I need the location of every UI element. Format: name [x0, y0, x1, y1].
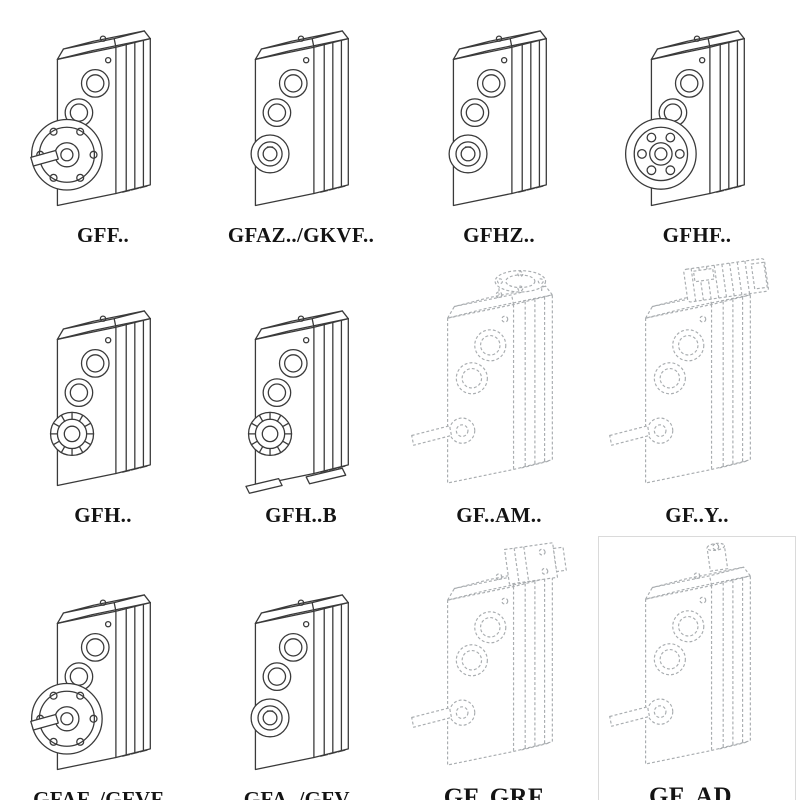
catalog-cell: GFHF..: [598, 4, 796, 256]
model-label: GFA../GFV..: [243, 787, 359, 800]
model-label: GFHF..: [662, 223, 732, 248]
catalog-cell: GFA../GFV..: [202, 536, 400, 800]
gearbox-flange-shaft-icon: [17, 6, 189, 219]
gearbox-servo-adapter-icon: [402, 258, 596, 499]
catalog-cell: GFH..: [4, 256, 202, 536]
gearbox-flange-face-icon: [611, 6, 783, 219]
model-label: GFHZ..: [463, 223, 535, 248]
catalog-cell: GF..GRF..: [400, 536, 598, 800]
model-label: GFAZ../GKVF..: [227, 223, 375, 248]
model-label: GF..AD..: [649, 783, 745, 800]
gearbox-hollow-shaft-icon: [413, 6, 585, 219]
gearbox-input-shaft-icon: [600, 539, 794, 780]
model-label: GFH..: [74, 502, 132, 527]
gearbox-input-adapter-icon: [402, 540, 596, 781]
catalog-cell: GFF..: [4, 4, 202, 256]
catalog-cell: GFHZ..: [400, 4, 598, 256]
gearbox-bearing-output-icon: [17, 286, 189, 499]
model-label: GF..GRF..: [443, 784, 555, 800]
model-label: GFAF../GFVF..: [33, 787, 173, 800]
gearbox-hollow-shaft-icon: [215, 570, 387, 783]
model-label: GF..AM..: [456, 502, 542, 527]
model-label: GFH..B: [265, 502, 337, 527]
catalog-cell: GF..AD..: [598, 535, 796, 800]
catalog-cell: GFAF../GFVF..: [4, 536, 202, 800]
catalog-cell: GFAZ../GKVF..: [202, 4, 400, 256]
catalog-cell: GF..AM..: [400, 256, 598, 536]
gearbox-flange-shaft-icon: [17, 570, 189, 783]
gearbox-hollow-shaft-icon: [215, 6, 387, 219]
catalog-cell: GF..Y..: [598, 256, 796, 536]
model-label: GFF..: [76, 223, 130, 248]
gearbox-foot-mount-icon: [215, 286, 387, 499]
gearbox-with-motor-icon: [600, 258, 794, 499]
model-label: GF..Y..: [665, 502, 729, 527]
catalog-cell: GFH..B: [202, 256, 400, 536]
